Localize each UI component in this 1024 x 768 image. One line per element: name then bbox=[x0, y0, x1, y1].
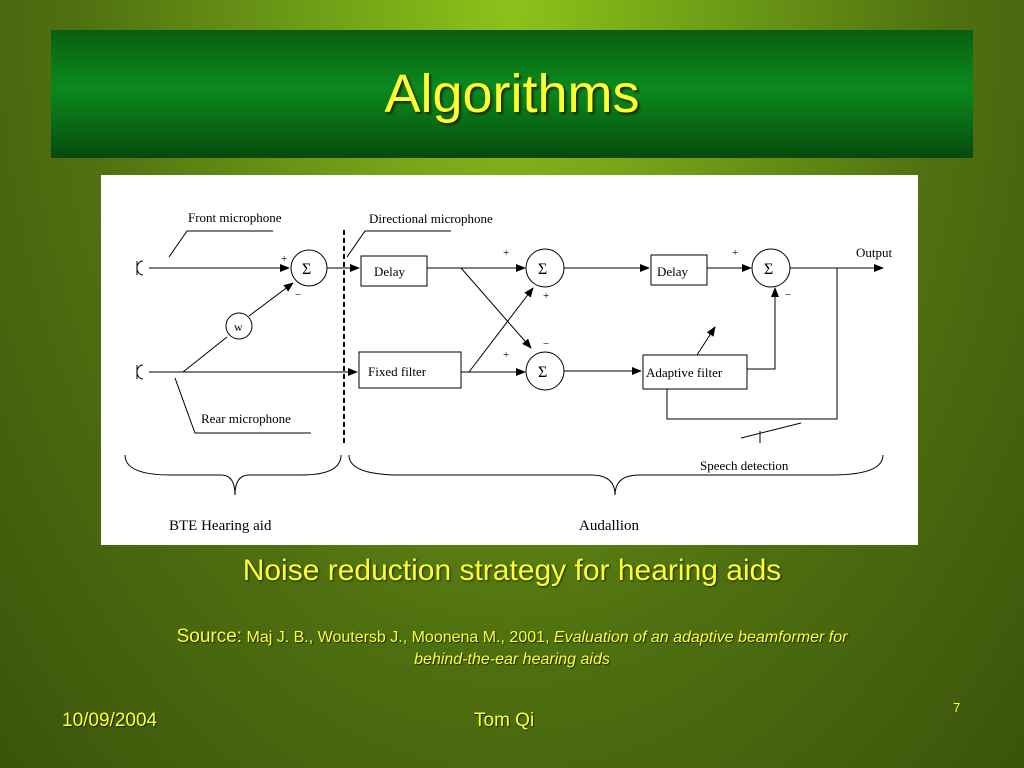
output-label: Output bbox=[856, 245, 893, 260]
slide-title: Algorithms bbox=[384, 64, 640, 124]
speech-detection-label: Speech detection bbox=[700, 458, 789, 473]
delay-block-2 bbox=[650, 254, 708, 286]
source-title: Evaluation of an adaptive beamformer for… bbox=[414, 629, 848, 668]
slide-number: 7 bbox=[953, 700, 961, 715]
slide-caption: Noise reduction strategy for hearing aid… bbox=[242, 554, 782, 587]
weight-label: w bbox=[234, 320, 243, 334]
adaptive-filter-label: Adaptive filter bbox=[646, 365, 723, 380]
block-diagram-svg: Front microphone Rear microphone Directi… bbox=[124, 210, 893, 534]
block-diagram: Front microphone Rear microphone Directi… bbox=[101, 175, 918, 545]
audallion-label: Audallion bbox=[579, 518, 639, 534]
front-microphone-label: Front microphone bbox=[188, 210, 282, 225]
plus-sign: + bbox=[732, 247, 738, 259]
delay-2-label: Delay bbox=[657, 264, 689, 279]
fixed-filter-block bbox=[358, 351, 462, 389]
sigma-4: Σ bbox=[764, 261, 773, 278]
delay-block-1 bbox=[360, 255, 428, 287]
source-label: Source: bbox=[176, 626, 243, 647]
delay-1-label: Delay bbox=[374, 264, 406, 279]
weight-node bbox=[225, 312, 253, 340]
plus-sign: + bbox=[503, 349, 509, 361]
title-bar: Algorithms bbox=[51, 30, 973, 158]
minus-sign: − bbox=[295, 289, 301, 301]
sigma-2: Σ bbox=[538, 261, 547, 278]
minus-sign: − bbox=[543, 338, 549, 350]
sigma-3: Σ bbox=[538, 364, 547, 381]
fixed-filter-label: Fixed filter bbox=[368, 364, 427, 379]
rear-microphone-icon bbox=[136, 364, 144, 380]
bte-label: BTE Hearing aid bbox=[169, 518, 272, 534]
adaptive-filter-block bbox=[642, 354, 748, 390]
minus-sign: − bbox=[785, 289, 791, 301]
source-authors: Maj J. B., Woutersb J., Moonena M., 2001… bbox=[246, 629, 550, 646]
sigma-1: Σ bbox=[302, 261, 311, 278]
plus-sign: + bbox=[281, 253, 287, 265]
directional-microphone-label: Directional microphone bbox=[369, 211, 493, 226]
plus-sign: + bbox=[503, 247, 509, 259]
front-microphone-icon bbox=[136, 260, 144, 276]
rear-microphone-label: Rear microphone bbox=[201, 411, 291, 426]
footer-date: 10/09/2004 bbox=[62, 710, 158, 731]
source-citation: Source: Maj J. B., Woutersb J., Moonena … bbox=[150, 626, 874, 671]
plus-sign: + bbox=[543, 290, 549, 302]
footer-author: Tom Qi bbox=[474, 710, 535, 731]
